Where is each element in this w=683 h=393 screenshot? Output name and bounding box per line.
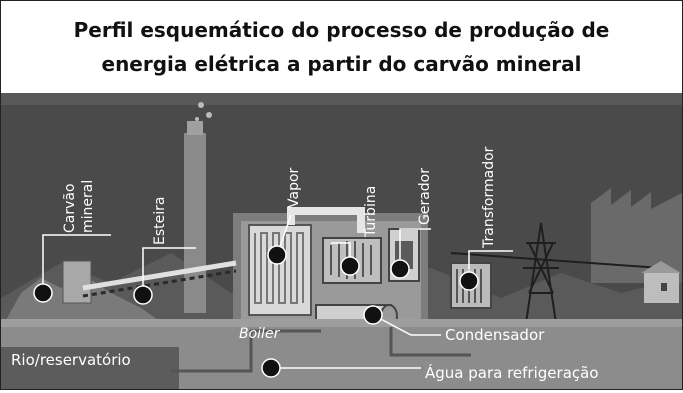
ground-edge: [1, 319, 682, 327]
cooling-pipe: [171, 329, 321, 373]
title-line-2: energia elétrica a partir do carvão mine…: [101, 52, 582, 76]
label-transformador: Transformador: [481, 146, 497, 249]
chimney: [184, 133, 206, 313]
factory-silhouette: [591, 188, 682, 283]
sky-top-band: [1, 93, 682, 105]
marker-carvao: [33, 283, 53, 303]
marker-condensador: [363, 305, 383, 325]
smoke-puff-1: [198, 102, 204, 108]
marker-esteira: [133, 285, 153, 305]
smoke-puff-3: [195, 117, 199, 121]
marker-vapor: [267, 245, 287, 265]
diagram-svg: Carvão mineral Esteira Vapor Turbina Ger…: [1, 93, 682, 389]
marker-transformador: [459, 271, 479, 291]
label-condensador: Condensador: [445, 326, 545, 344]
marker-gerador: [390, 259, 410, 279]
label-rio-reservatorio: Rio/reservatório: [11, 351, 131, 369]
label-esteira: Esteira: [152, 197, 168, 245]
boiler-unit: [248, 224, 312, 316]
label-agua-refrigeracao: Água para refrigeração: [425, 363, 599, 382]
river-reservoir: [1, 347, 179, 389]
label-carvao-line1: Carvão: [62, 183, 78, 233]
steam-pipe: [287, 207, 365, 233]
label-vapor: Vapor: [286, 167, 302, 208]
label-boiler: Boiler: [239, 326, 281, 342]
smoke-puff-2: [206, 112, 212, 118]
marker-turbina: [340, 256, 360, 276]
power-plant-diagram: Carvão mineral Esteira Vapor Turbina Ger…: [1, 93, 682, 389]
label-turbina: Turbina: [363, 186, 379, 238]
label-carvao-line2: mineral: [80, 180, 96, 233]
conveyor-belt: [82, 260, 237, 298]
transmission-tower: [450, 222, 662, 324]
label-gerador: Gerador: [417, 168, 433, 225]
marker-agua: [261, 358, 281, 378]
chimney-top: [187, 121, 203, 135]
cooling-return-pipe: [389, 327, 471, 357]
title-line-1: Perfil esquemático do processo de produç…: [73, 18, 610, 42]
figure-title: Perfil esquemático do processo de produç…: [1, 1, 682, 93]
house: [641, 261, 681, 303]
